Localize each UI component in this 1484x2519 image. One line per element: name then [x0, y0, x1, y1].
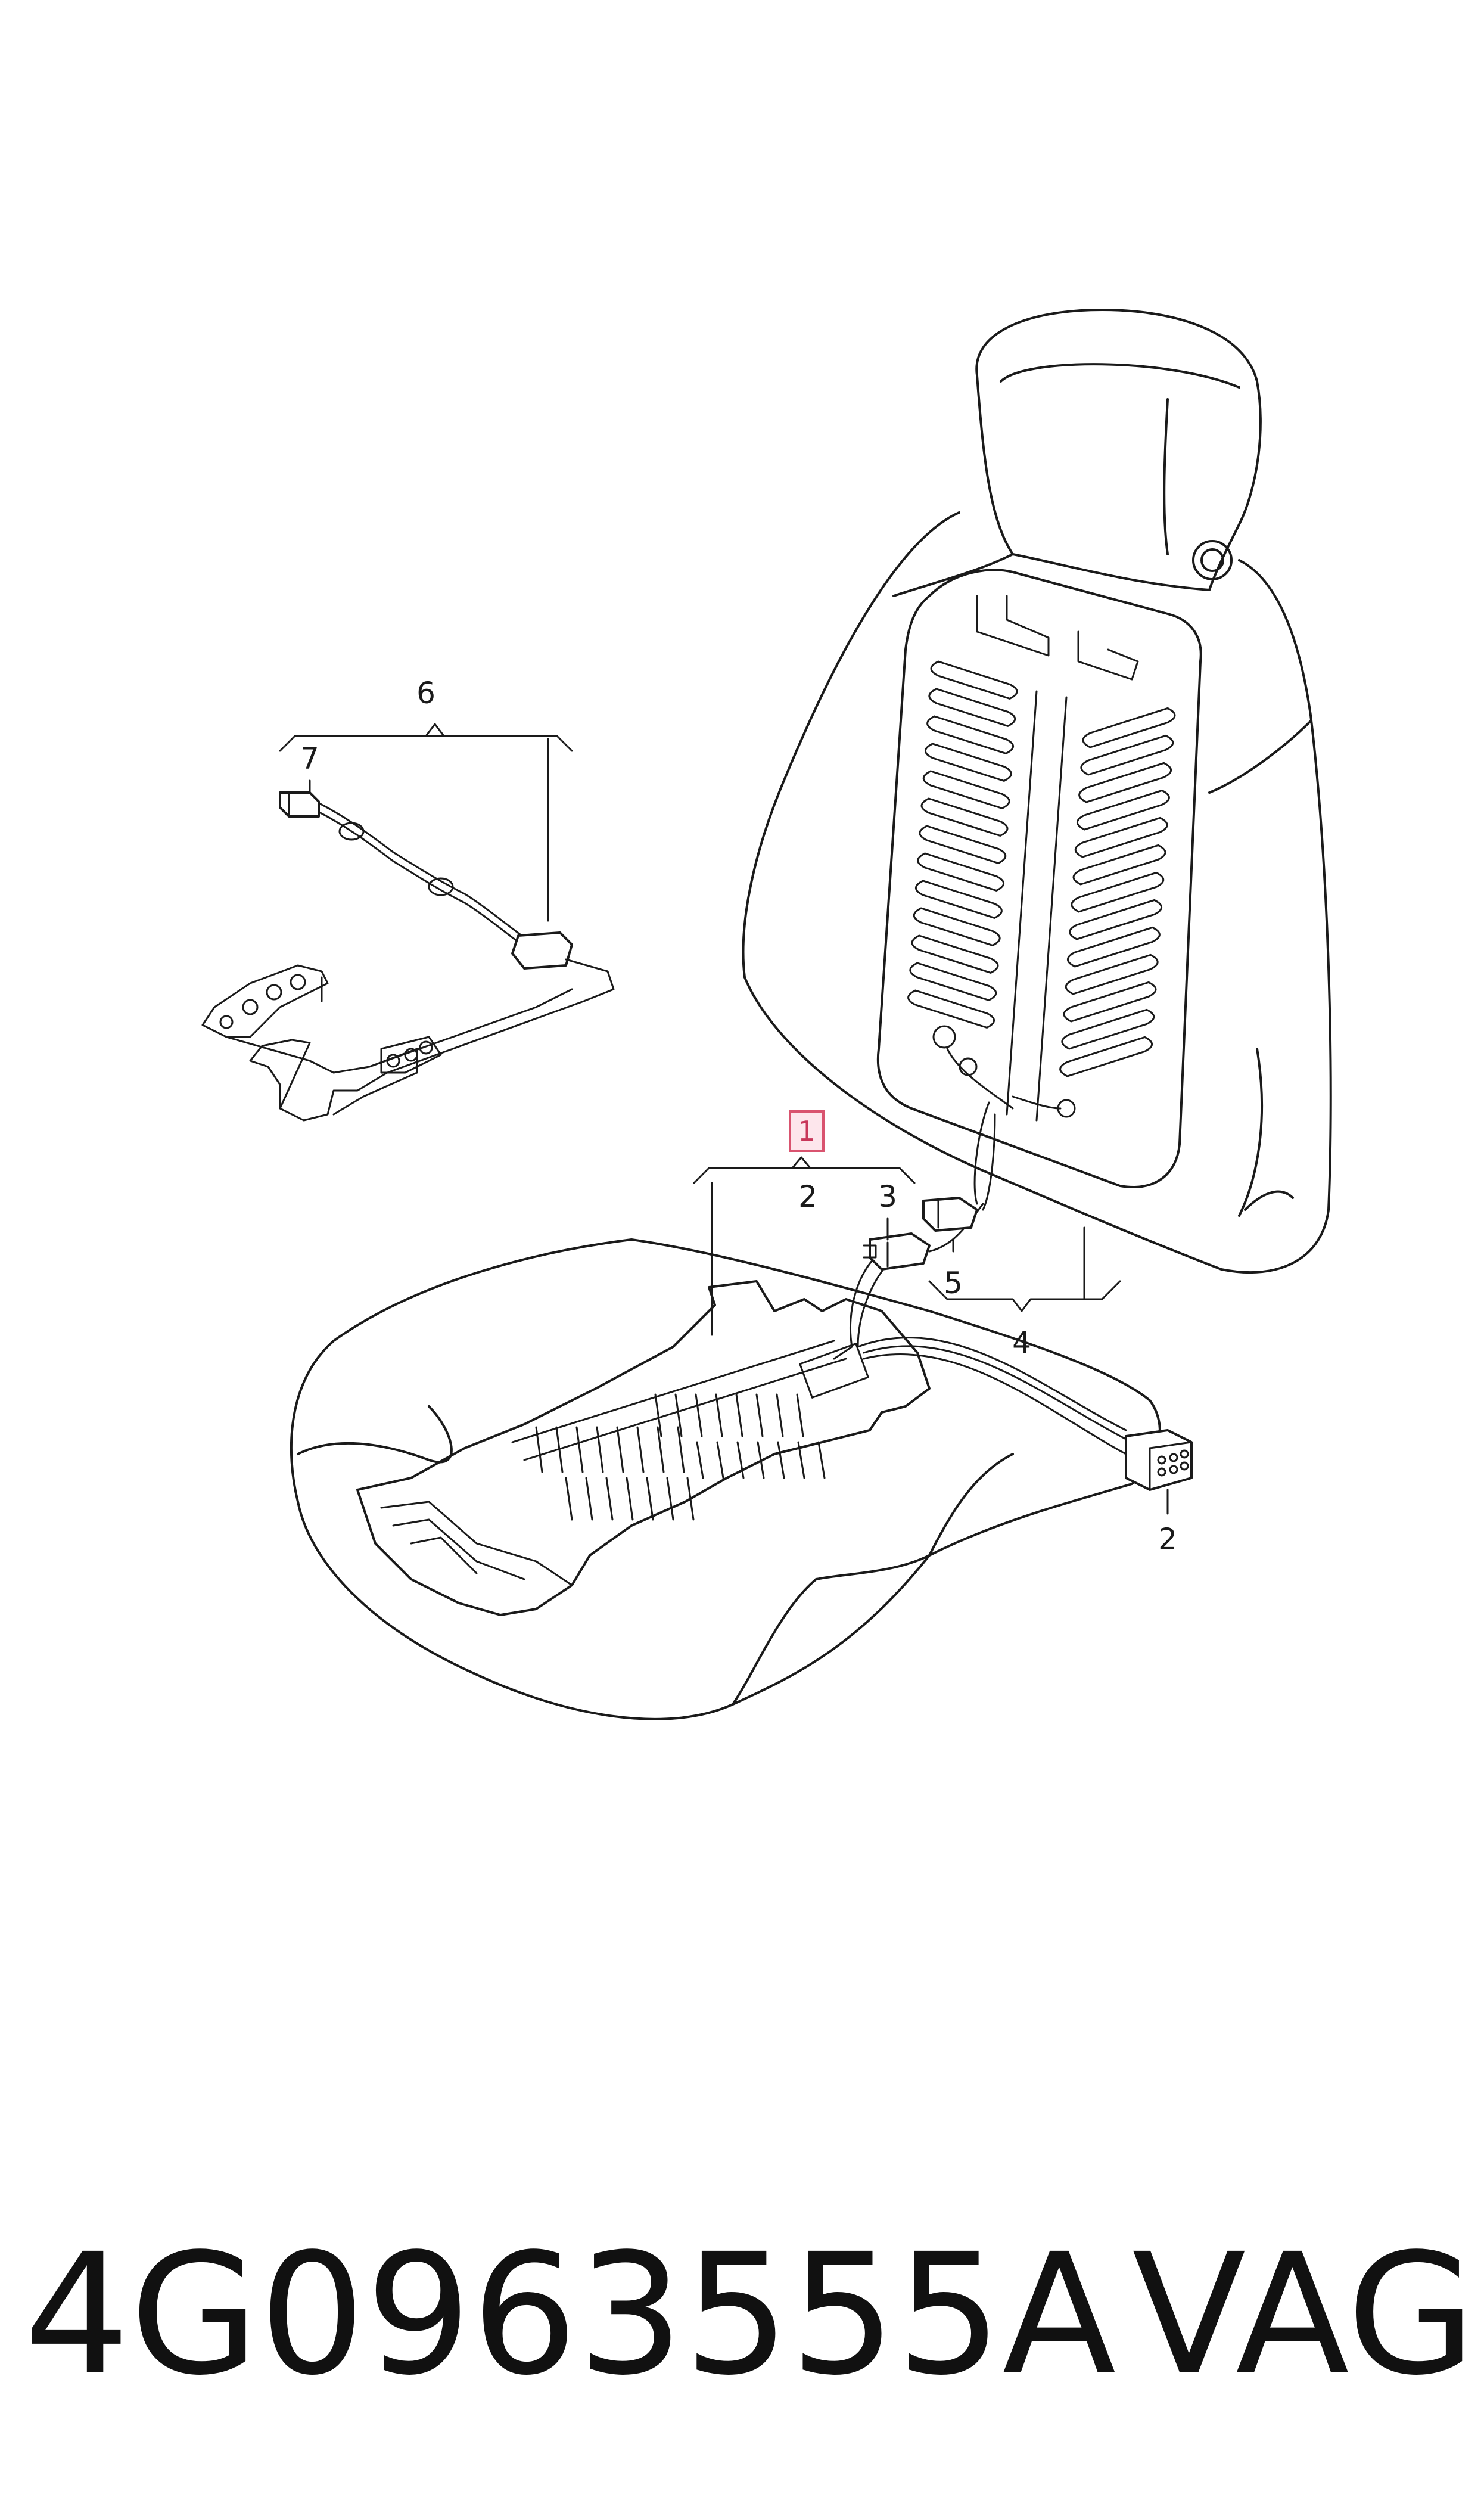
connector-3	[863, 1232, 931, 1271]
connector-8pin	[1125, 1429, 1193, 1491]
seat-backrest	[742, 309, 1332, 1274]
callout-4: 4	[1012, 1325, 1031, 1360]
callout-leaders	[279, 723, 1169, 1515]
callout-6: 6	[416, 676, 435, 710]
highlight-box	[789, 1110, 825, 1152]
wiring-harness	[833, 1101, 1193, 1491]
callout-3: 3	[878, 1179, 897, 1214]
seat-cushion	[290, 1238, 1161, 1720]
callout-2-right: 2	[1158, 1522, 1177, 1557]
callout-labels: 1 2 3 5 4 2 6 7	[300, 676, 1177, 1557]
callout-2-top: 2	[798, 1179, 817, 1214]
callout-7: 7	[300, 741, 319, 776]
callout-5: 5	[944, 1266, 963, 1300]
callout-1[interactable]: 1	[798, 1115, 815, 1147]
brand-label: VAG	[1132, 2218, 1476, 2412]
sensor-mat-assembly	[201, 791, 615, 1122]
connector-5	[922, 1197, 978, 1232]
part-number: 4G0963555A	[24, 2218, 1116, 2412]
